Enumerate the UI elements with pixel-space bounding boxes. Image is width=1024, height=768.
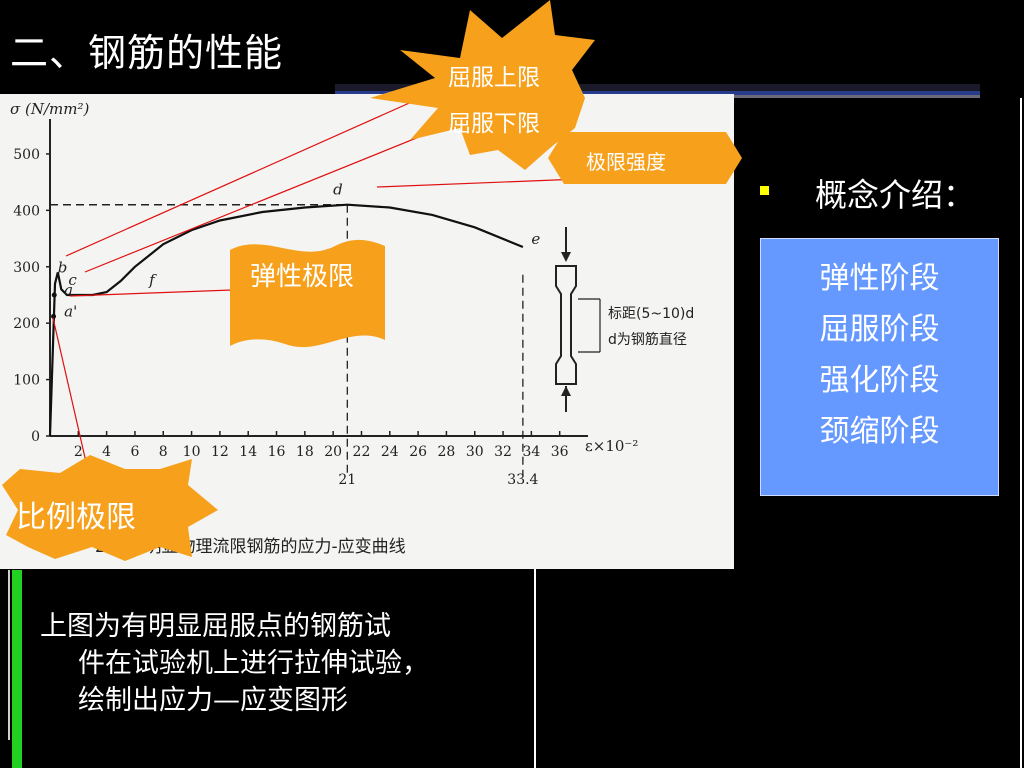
point-a-prime-marker bbox=[51, 313, 57, 319]
x-tick-label: 8 bbox=[159, 444, 168, 460]
x-tick-label: 36 bbox=[551, 444, 569, 460]
curve bbox=[48, 203, 524, 437]
elastic-banner bbox=[230, 239, 385, 348]
point-label-a-prime: a' bbox=[64, 302, 77, 320]
point-label-d: d bbox=[333, 181, 343, 199]
elastic-label: 弹性极限 bbox=[250, 262, 355, 292]
point-label-c: c bbox=[68, 271, 77, 289]
axes bbox=[46, 119, 588, 437]
proportional-label: 比例极限 bbox=[16, 500, 136, 535]
x-axis-label: ε×10⁻² bbox=[585, 437, 638, 455]
y-tick-label: 200 bbox=[13, 316, 40, 332]
stage-necking: 颈缩阶段 bbox=[819, 414, 940, 449]
stage-yield: 屈服阶段 bbox=[819, 312, 940, 347]
x-tick-label: 26 bbox=[409, 444, 427, 460]
point-label-e: e bbox=[531, 230, 540, 248]
bullet-icon bbox=[760, 186, 769, 195]
x-tick-label: 32 bbox=[494, 444, 512, 460]
header-band bbox=[335, 84, 980, 91]
y-tick-label: 100 bbox=[13, 373, 40, 389]
y-tick-label: 500 bbox=[13, 147, 40, 163]
y-tick-label: 0 bbox=[31, 429, 40, 445]
point-label-a: a bbox=[64, 281, 73, 299]
stage-hardening: 强化阶段 bbox=[819, 363, 940, 398]
stress-strain-curve bbox=[48, 203, 524, 437]
slide-title: 二、钢筋的性能 bbox=[10, 31, 284, 75]
point-label-f: f bbox=[148, 271, 157, 289]
specimen-drawing bbox=[555, 227, 601, 412]
caption-line-2: 件在试验机上进行拉伸试验， bbox=[78, 648, 429, 679]
x-tick-label: 22 bbox=[353, 444, 371, 460]
frame-right-line bbox=[1020, 98, 1022, 768]
y-tick-label: 400 bbox=[13, 203, 40, 219]
header-band-blue bbox=[335, 91, 980, 95]
y-tick-label: 300 bbox=[13, 260, 40, 276]
y-axis-label: σ (N/mm²) bbox=[10, 100, 89, 118]
x-tick-label: 28 bbox=[438, 444, 456, 460]
stages-box: 弹性阶段 屈服阶段 强化阶段 颈缩阶段 bbox=[760, 238, 999, 496]
x-tick-label: 2 bbox=[74, 444, 83, 460]
pointer-elastic bbox=[69, 289, 233, 297]
x-tick-label: 16 bbox=[268, 444, 286, 460]
left-grey-line bbox=[8, 570, 10, 740]
ultimate-shape bbox=[548, 132, 742, 184]
pointer-proportional bbox=[52, 317, 87, 463]
proportional-burst bbox=[2, 455, 218, 561]
yield-upper-label: 屈服上限 bbox=[448, 65, 540, 91]
x-tick-label: 34 bbox=[522, 444, 540, 460]
specimen-note-2: d为钢筋直径 bbox=[608, 331, 687, 348]
x-tick-label: 30 bbox=[466, 444, 484, 460]
x-tick-label: 6 bbox=[130, 444, 139, 460]
pointer-yield-lower bbox=[84, 121, 457, 273]
strain-ref-label: 33.4 bbox=[507, 472, 538, 488]
yield-lower-label: 屈服下限 bbox=[448, 111, 540, 137]
strain-ref-label: 21 bbox=[338, 472, 356, 488]
ultimate-label: 极限强度 bbox=[586, 150, 666, 174]
left-green-bar bbox=[12, 570, 22, 768]
x-tick-label: 12 bbox=[211, 444, 229, 460]
x-tick-label: 10 bbox=[183, 444, 201, 460]
concept-heading: 概念介绍： bbox=[815, 176, 976, 214]
pointer-yield-upper bbox=[65, 83, 453, 257]
yield-burst bbox=[370, 0, 595, 170]
x-tick-label: 20 bbox=[324, 444, 342, 460]
caption: 上图为有明显屈服点的钢筋试 件在试验机上进行拉伸试验， 绘制出应力—应变图形 bbox=[40, 608, 510, 719]
x-tick-label: 18 bbox=[296, 444, 314, 460]
x-tick-label: 4 bbox=[102, 444, 111, 460]
caption-line-3: 绘制出应力—应变图形 bbox=[78, 685, 348, 716]
caption-line-1: 上图为有明显屈服点的钢筋试 bbox=[40, 611, 391, 642]
point-a-marker bbox=[51, 292, 57, 298]
stage-elastic: 弹性阶段 bbox=[819, 261, 940, 296]
x-tick-label: 14 bbox=[239, 444, 257, 460]
frame-divider-line bbox=[534, 569, 536, 768]
pointer-ultimate bbox=[376, 178, 581, 188]
specimen-note-1: 标距(5~10)d bbox=[608, 306, 694, 322]
point-label-b: b bbox=[58, 258, 68, 276]
x-tick-label: 24 bbox=[381, 444, 399, 460]
